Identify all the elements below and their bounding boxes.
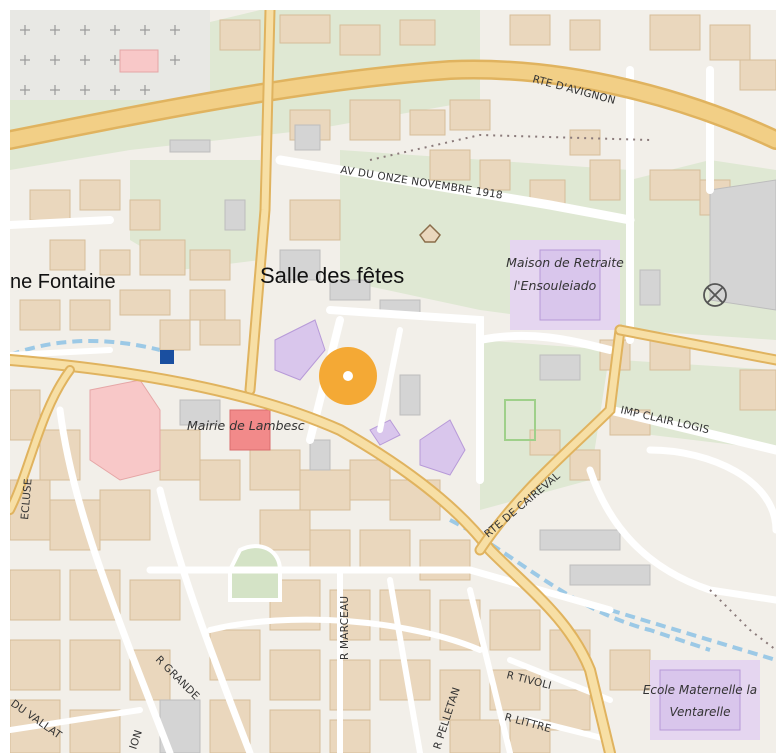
- monument-icon: [419, 223, 441, 243]
- marker-label: Salle des fêtes: [260, 263, 404, 288]
- waterway: [10, 338, 776, 662]
- poi-label-ecole: Ecole Maternelle la: [643, 683, 757, 697]
- poi-label-ensouleiado: l'Ensouleiado: [514, 278, 597, 293]
- minor-roads: [10, 66, 776, 753]
- civic-buildings: [274, 240, 760, 740]
- map-canvas[interactable]: Salle des fêtes ne Fontaine Maison de Re…: [10, 10, 776, 753]
- sports-field: [504, 399, 536, 441]
- street-label-ecluse: ECLUSE: [19, 478, 35, 520]
- poi-label-mairie: Mairie de Lambesc: [187, 418, 305, 433]
- bus-stop-icon[interactable]: [160, 350, 174, 364]
- footpath: [709, 589, 776, 651]
- cemetery: [10, 10, 210, 100]
- poi-label-ventarelle: Ventarelle: [670, 705, 731, 719]
- footpath: [369, 133, 651, 161]
- map-view[interactable]: Salle des fêtes ne Fontaine Maison de Re…: [10, 10, 776, 753]
- pink-area: [89, 379, 161, 481]
- townhall-building: [229, 409, 271, 451]
- place-label-fontaine: ne Fontaine: [10, 271, 116, 293]
- street-label-r-marceau: R MARCEAU: [339, 596, 351, 660]
- street-label-ion: ION: [127, 728, 145, 751]
- location-marker-icon[interactable]: [319, 347, 377, 405]
- crossed-circle-icon[interactable]: [703, 283, 727, 307]
- poi-label-maison-retraite: Maison de Retraite: [506, 255, 624, 270]
- grey-buildings: [159, 124, 776, 753]
- major-roads: [10, 10, 776, 753]
